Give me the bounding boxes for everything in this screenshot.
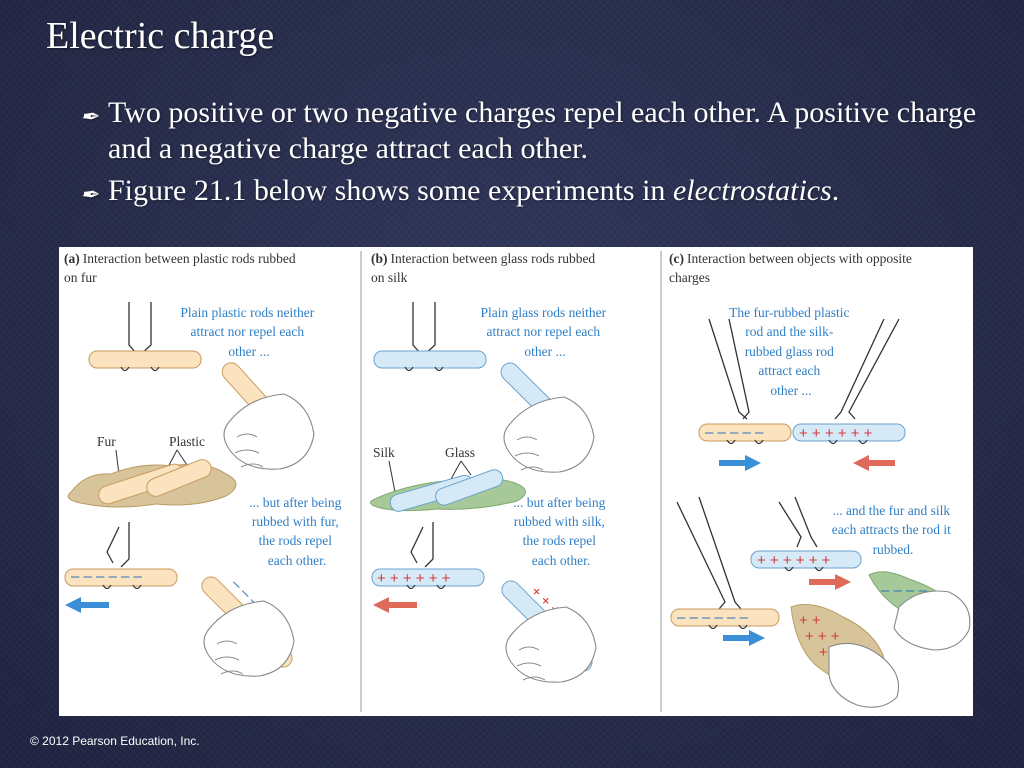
bullet-text-figure-after: . [831,174,840,207]
panel-a-bottom-line2: rubbed with fur, [252,514,339,529]
panel-b-top-line2: attract nor repel each [487,324,601,339]
panel-a-bottom-line1: ... but after being [249,495,341,510]
svg-text:+ +: + + [799,612,821,629]
panel-c-top-line2: rod and the silk- [745,324,834,339]
label-silk: Silk [373,445,395,460]
hanging-glass-rod-to-silk: + + + + + + [750,496,862,590]
panel-c-bottom-line2: each attracts the rod it [832,522,951,537]
svg-text:The fur-rubbed plastic r: The fur-rubbed plastic rod and the silk-… [729,305,853,398]
svg-text:... but after being rubb: ... but after being rubbed with silk, th… [513,495,609,568]
copyright-notice: © 2012 Pearson Education, Inc. [30,734,200,748]
bullet-item-figure: ✒ Figure 21.1 below shows some experimen… [80,173,1000,209]
bullet-text-figure-em: electrostatics [672,174,832,207]
arrow-right-red [809,574,851,590]
hanging-rods-attracting: – – – – – + + + + + + [698,318,906,471]
bullet-list: ✒ Two positive or two negative charges r… [80,95,1000,215]
svg-text:+ + +: + + + [805,628,840,645]
fur-with-plastic-rods [67,459,237,508]
label-fur: Fur [97,434,116,449]
silk-with-glass-rods [370,469,526,512]
panel-c-top-line4: attract each [758,363,820,378]
svg-text:– – – – – –: – – – – – – [71,568,143,585]
bullet-item-charges: ✒ Two positive or two negative charges r… [80,95,1000,167]
svg-text:+ + + + + +: + + + + + + [377,570,451,587]
panel-c-top-line5: other ... [770,383,811,398]
panel-a: (a)Interaction between plastic rods rubb… [64,251,345,677]
hanging-glass-rod-plain [373,302,487,372]
svg-text:... but after being rubb: ... but after being rubbed with fur, the… [249,495,345,568]
panel-c-top-line1: The fur-rubbed plastic [729,305,849,320]
svg-text:Plain glass rods neither: Plain glass rods neither attract nor rep… [481,305,610,359]
panel-a-caption-line1: Interaction between plastic rods rubbed [83,251,296,266]
svg-text:... and the fur and silk: ... and the fur and silk each attracts t… [832,503,955,557]
panel-b-bottom-line1: ... but after being [513,495,605,510]
panel-c-top-line3: rubbed glass rod [745,344,834,359]
label-plastic: Plastic [169,434,205,449]
feather-pen-icon: ✒ [80,104,99,129]
svg-text:(b)Interaction between glass r: (b)Interaction between glass rods rubbed [371,251,595,266]
hanging-plastic-rod-plain [88,302,202,372]
arrow-left-red [853,455,895,471]
bullet-text-charges: Two positive or two negative charges rep… [108,96,977,165]
panel-b-caption-line2: on silk [371,270,408,285]
panel-a-tag: (a) [64,251,80,266]
svg-text:+ + + + + +: + + + + + + [757,552,831,569]
panel-a-bottom-line4: each other. [268,553,326,568]
arrow-left-blue [65,597,109,613]
feather-pen-icon: ✒ [80,182,99,207]
panel-a-top-line3: other ... [228,344,269,359]
panel-a-caption-line2: on fur [64,270,97,285]
arrow-right-blue [719,455,761,471]
panel-b-bottom-line4: each other. [532,553,590,568]
hand-with-glass-rod-top [500,362,595,473]
hand-with-plastic-rod-top [221,362,315,470]
electrostatics-figure: (a)Interaction between plastic rods rubb… [59,247,973,716]
panel-c: (c)Interaction between objects with oppo… [669,251,971,708]
panel-b-top-line1: Plain glass rods neither [481,305,607,320]
panel-c-bottom-line3: rubbed. [873,542,914,557]
svg-text:– – – – –: – – – – – [705,424,764,441]
hand-with-silk: – – – – [868,571,971,651]
panel-a-top-line1: Plain plastic rods neither [180,305,314,320]
panel-b: (b)Interaction between glass rods rubbed… [370,251,610,683]
hanging-plastic-rod-to-fur: – – – – – – [670,496,780,646]
panel-c-caption-line2: charges [669,270,710,285]
hand-with-plastic-rod-charged: – – – – – [201,575,295,677]
svg-text:Plain plastic rods neither: Plain plastic rods neither attract nor r… [180,305,317,359]
panel-a-top-line2: attract nor repel each [191,324,305,339]
svg-text:+ + + + + +: + + + + + + [799,425,873,442]
arrow-left-red [373,597,417,613]
hanging-plastic-rod-charged: – – – – – – [64,522,178,613]
panel-b-top-line3: other ... [524,344,565,359]
panel-b-bottom-line3: the rods repel [523,533,597,548]
svg-text:– – – – – –: – – – – – – [677,609,749,626]
hand-with-fur: + + + + + + + + [790,604,900,708]
panel-a-bottom-line3: the rods repel [259,533,333,548]
arrow-right-blue [723,630,765,646]
panel-b-bottom-line2: rubbed with silk, [514,514,605,529]
slide-title: Electric charge [46,15,275,57]
panel-c-tag: (c) [669,251,684,266]
label-glass: Glass [445,445,475,460]
hanging-glass-rod-charged: + + + + + + [371,522,485,613]
panel-b-tag: (b) [371,251,388,266]
panel-c-caption-line1: Interaction between objects with opposit… [687,251,912,266]
bullet-text-figure-before: Figure 21.1 below shows some experiments… [108,174,673,207]
panel-c-bottom-line1: ... and the fur and silk [832,503,950,518]
svg-text:(a)Interaction between plastic: (a)Interaction between plastic rods rubb… [64,251,296,266]
svg-text:(c)Interaction between objects: (c)Interaction between objects with oppo… [669,251,912,266]
hand-with-glass-rod-charged: + + + + + [501,580,597,683]
panel-b-caption-line1: Interaction between glass rods rubbed [391,251,596,266]
